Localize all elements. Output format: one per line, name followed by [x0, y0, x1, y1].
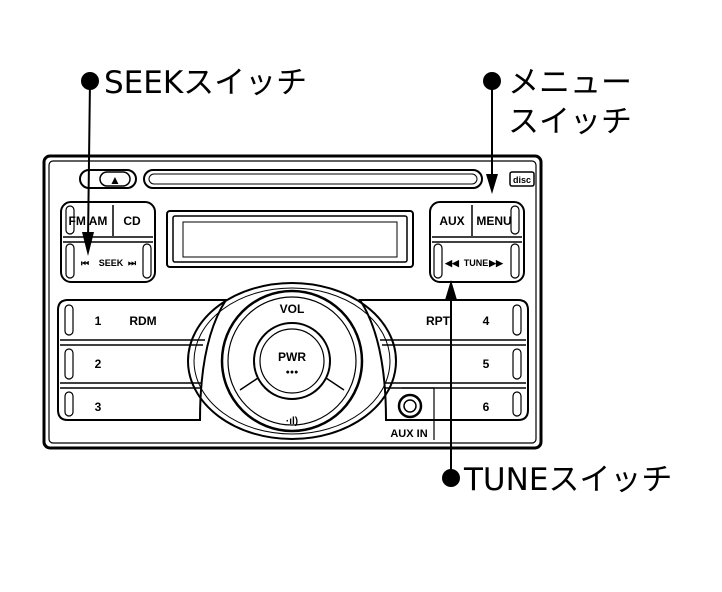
svg-text:4: 4 [483, 314, 490, 328]
aux-button[interactable]: AUX [439, 214, 464, 228]
disc-logo: disc [509, 171, 535, 187]
menu-callout-label-2: スイッチ [508, 104, 632, 140]
tune-button[interactable]: ◀◀ TUNE ▶▶ [444, 258, 504, 268]
svg-text:RDM: RDM [129, 314, 156, 328]
radio-faceplate [42, 154, 543, 450]
preset-5-button[interactable]: 5 [483, 357, 490, 371]
svg-text:SEEK: SEEK [99, 258, 124, 268]
right-preset-panel [358, 299, 529, 421]
preset-4-button[interactable]: RPT 4 [426, 314, 490, 328]
preset-1-button[interactable]: 1 RDM [95, 314, 157, 328]
menu-button[interactable]: MENU [476, 214, 511, 228]
tune-callout: TUNEスイッチ [442, 280, 672, 498]
tune-back-icon: ◀◀ [444, 258, 460, 268]
menu-callout: メニュー スイッチ [483, 65, 632, 194]
svg-text:disc: disc [513, 175, 531, 185]
svg-text:5: 5 [483, 357, 490, 371]
sound-icon: ·ıl) [286, 416, 298, 427]
svg-text:1: 1 [95, 314, 102, 328]
svg-text:MENU: MENU [476, 214, 511, 228]
power-button[interactable]: PWR ●●● [253, 322, 331, 400]
eject-icon: ▲ [109, 173, 121, 187]
svg-text:2: 2 [95, 357, 102, 371]
svg-text:AUX: AUX [439, 214, 464, 228]
eject-button[interactable]: ▲ [79, 169, 137, 189]
aux-in-jack[interactable]: AUX IN [390, 387, 435, 440]
seek-button[interactable]: ⏮ SEEK ⏭ [81, 258, 137, 268]
seek-forward-icon: ⏭ [128, 258, 137, 268]
svg-text:AUX IN: AUX IN [390, 428, 427, 440]
menu-callout-label-1: メニュー [508, 65, 632, 101]
svg-text:PWR: PWR [278, 350, 306, 364]
svg-text:●●●: ●●● [286, 369, 299, 376]
vol-label: VOL [280, 302, 305, 316]
seek-back-icon: ⏮ [81, 258, 89, 268]
left-preset-panel [57, 299, 228, 421]
left-button-panel [60, 201, 156, 283]
preset-2-button[interactable]: 2 [95, 357, 102, 371]
cd-button[interactable]: CD [123, 214, 141, 228]
right-button-panel [429, 201, 525, 283]
svg-text:RPT: RPT [426, 314, 451, 328]
cd-slot [143, 169, 483, 189]
seek-callout: SEEKスイッチ [81, 65, 307, 256]
svg-text:TUNE: TUNE [464, 258, 489, 268]
tune-forward-icon: ▶▶ [488, 258, 504, 268]
tune-callout-label: TUNEスイッチ [463, 462, 672, 498]
volume-knob[interactable]: VOL ·ıl) [187, 282, 397, 440]
svg-text:CD: CD [123, 214, 141, 228]
svg-text:3: 3 [95, 400, 102, 414]
svg-text:6: 6 [483, 400, 490, 414]
display [166, 210, 414, 268]
preset-3-button[interactable]: 3 [95, 400, 102, 414]
preset-6-button[interactable]: 6 [483, 400, 490, 414]
seek-callout-label: SEEKスイッチ [104, 65, 307, 101]
